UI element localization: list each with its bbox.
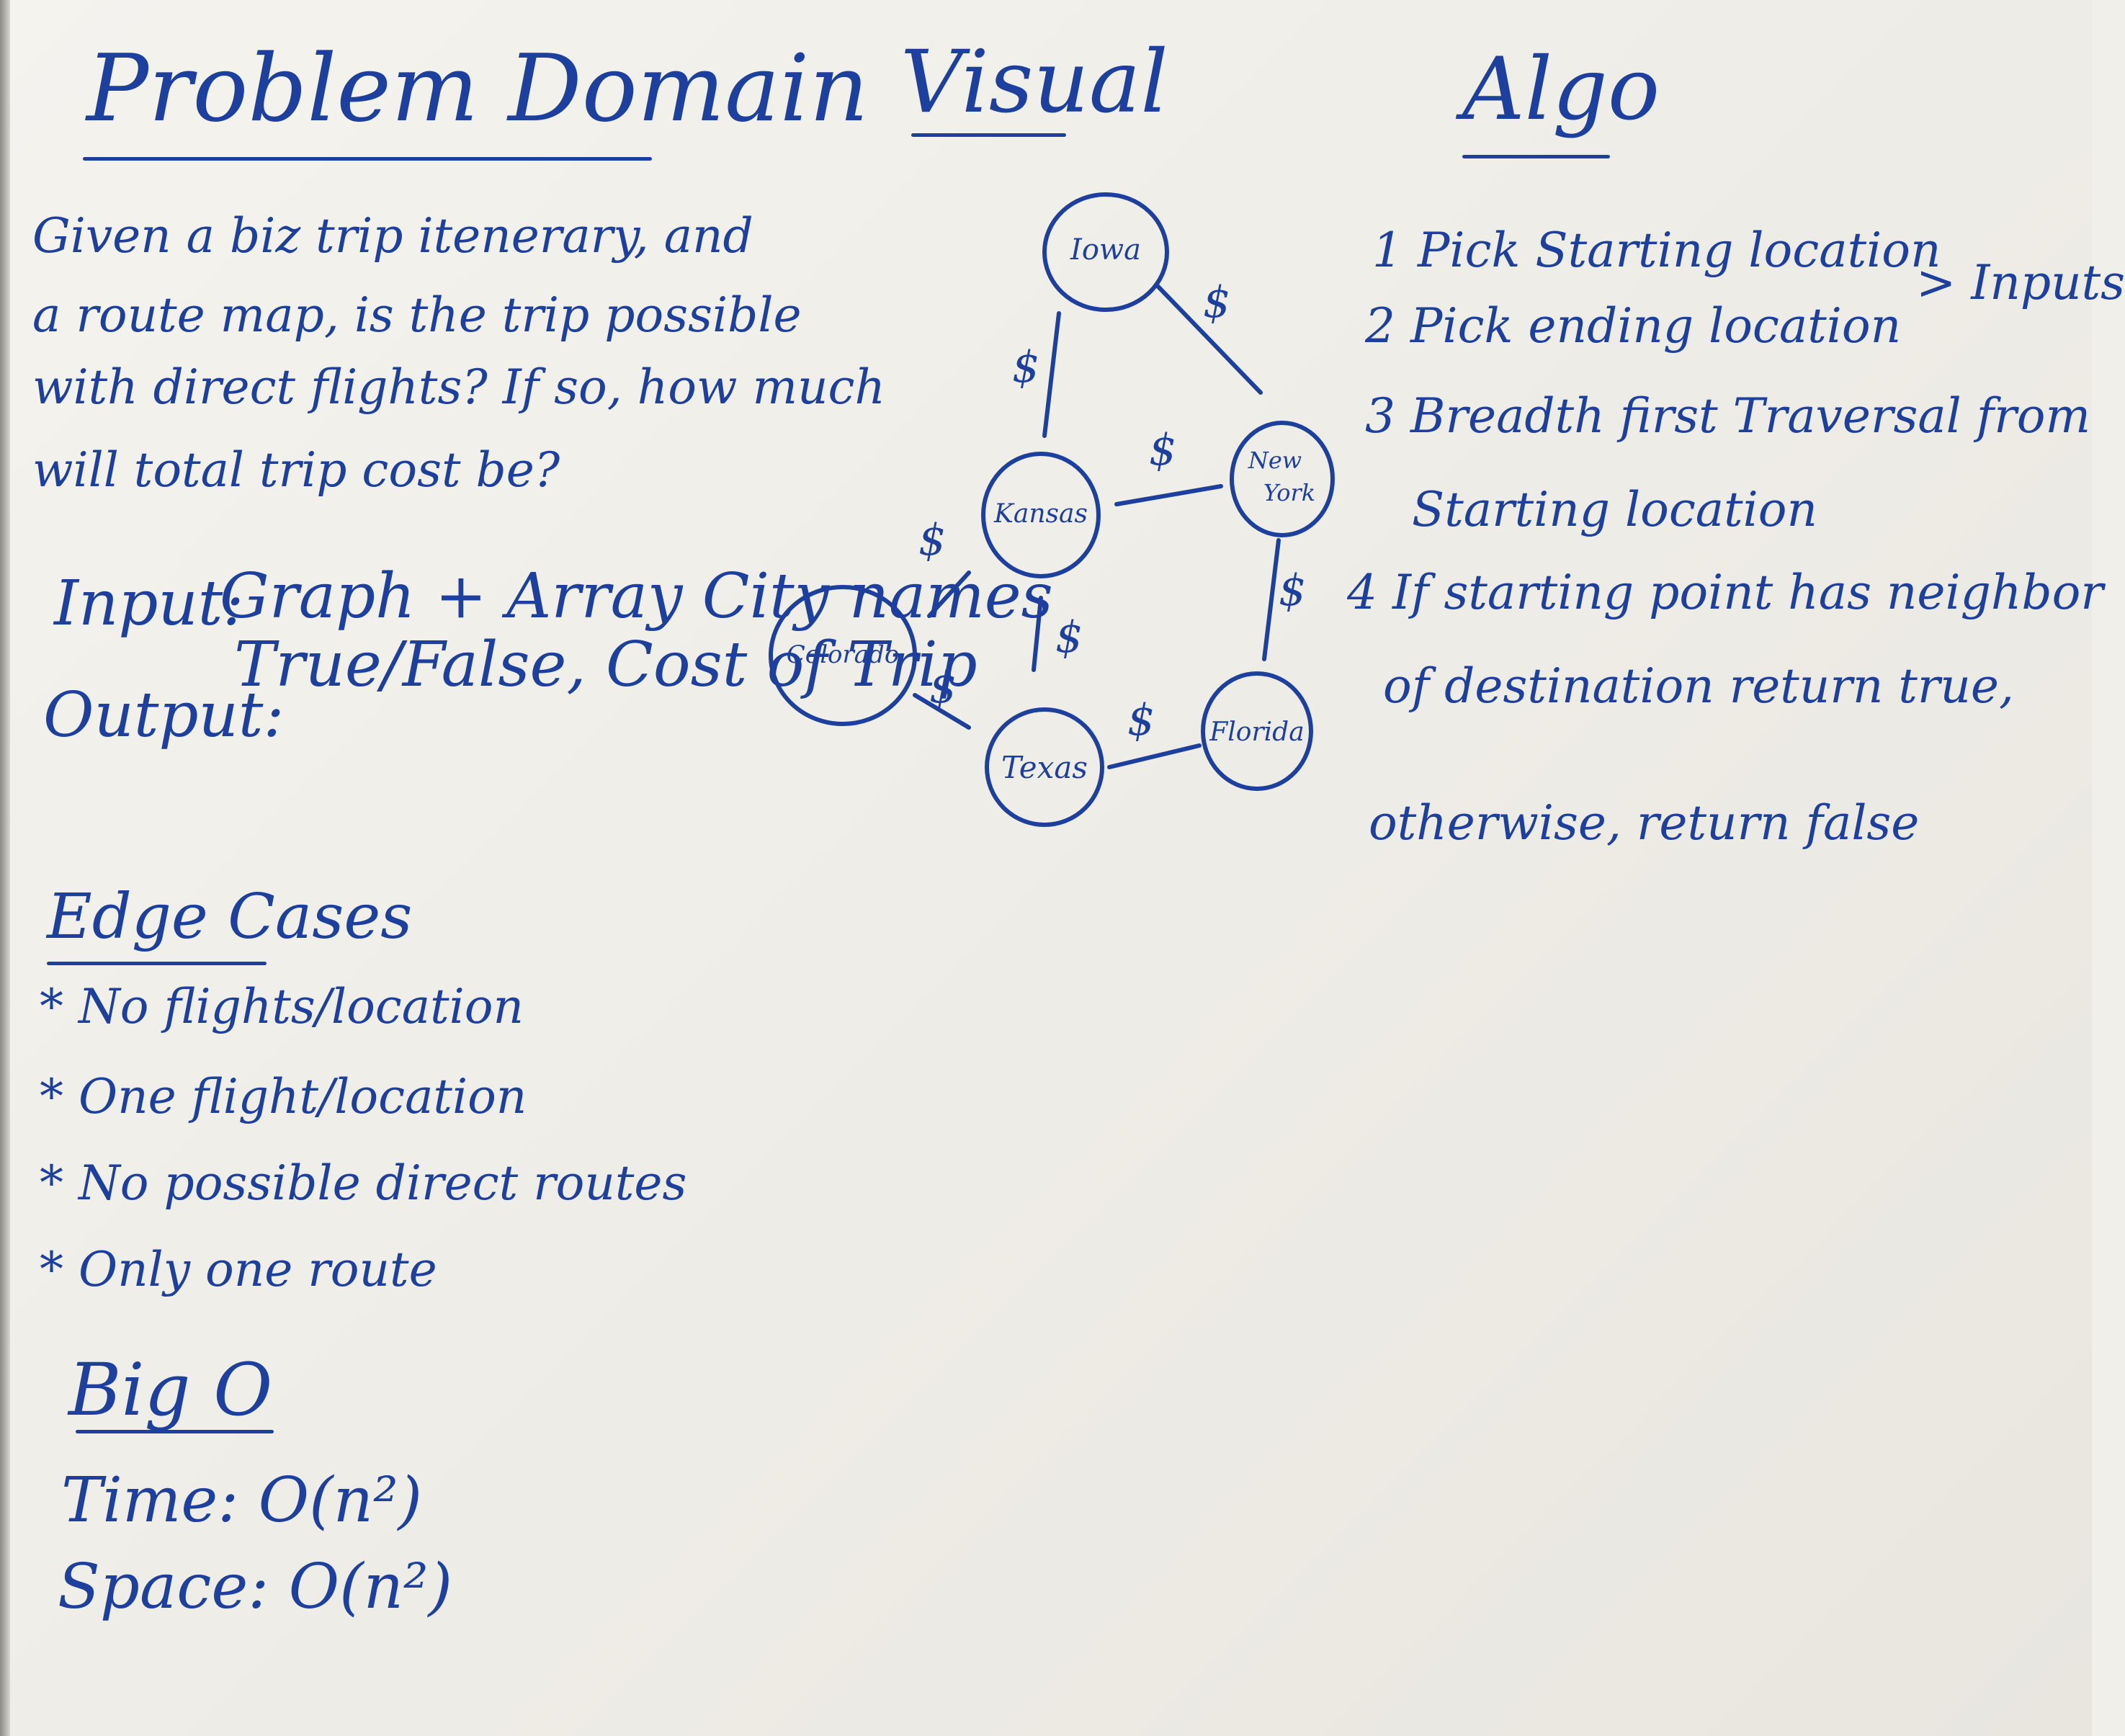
algo-step-2: 2 Pick ending location	[1365, 298, 1902, 354]
output-label: Output:	[43, 679, 285, 751]
problem-description-line-2: a route map, is the trip possible	[32, 287, 802, 343]
edge-case-4: * Only one route	[40, 1242, 437, 1297]
cost-texas-florida: $	[1127, 695, 1155, 746]
node-new-york: New York	[1230, 421, 1335, 537]
algo-step-4-cont: of destination return true,	[1383, 658, 2014, 714]
algo-step-4-else: otherwise, return false	[1369, 795, 1920, 851]
cost-colorado-texas: $	[929, 663, 957, 713]
algo-step-3: 3 Breadth first Traversal from	[1365, 388, 2091, 444]
algo-step-4: 4 If starting point has neighbor	[1347, 565, 2103, 620]
algo-inputs-label: > Inputs	[1916, 255, 2125, 310]
node-colorado-label: Colorado	[787, 640, 900, 669]
time-complexity: Time: O(n²)	[61, 1464, 423, 1536]
visual-title: Visual	[900, 32, 1168, 133]
node-colorado: Colorado	[769, 585, 917, 726]
cost-kansas-texas: $	[1055, 612, 1083, 663]
visual-underline	[911, 133, 1066, 137]
cost-kansas-colorado: $	[918, 515, 946, 565]
edge-kansas-texas	[1032, 596, 1043, 672]
node-texas: Texas	[985, 707, 1104, 827]
edge-cases-underline	[47, 962, 267, 965]
edge-iowa-kansas	[1042, 311, 1061, 438]
edge-cases-title: Edge Cases	[47, 881, 413, 953]
node-florida: Florida	[1201, 671, 1313, 791]
node-new-york-label-2: York	[1263, 479, 1315, 506]
edge-kansas-colorado	[927, 571, 971, 618]
edge-texas-florida	[1107, 743, 1202, 769]
node-texas-label: Texas	[1001, 750, 1088, 785]
big-o-underline	[76, 1430, 274, 1433]
edge-case-3: * No possible direct routes	[40, 1155, 687, 1211]
input-value: Graph + Array City names	[220, 560, 1053, 632]
node-iowa-label: Iowa	[1070, 233, 1141, 267]
cost-iowa-newyork: $	[1203, 277, 1230, 328]
problem-description-line-1: Given a biz trip itenerary, and	[32, 208, 753, 264]
problem-description-line-3: with direct flights? If so, how much	[32, 359, 886, 415]
node-new-york-label-1: New	[1248, 447, 1302, 474]
output-value: True/False, Cost of Trip	[234, 629, 978, 701]
algo-title: Algo	[1462, 40, 1660, 140]
edge-iowa-newyork	[1154, 282, 1263, 395]
algo-step-1: 1 Pick Starting location	[1372, 223, 1941, 278]
cost-iowa-kansas: $	[1012, 342, 1039, 393]
node-florida-label: Florida	[1209, 717, 1304, 747]
cost-newyork-florida: $	[1279, 565, 1306, 616]
space-complexity: Space: O(n²)	[58, 1551, 453, 1623]
node-kansas: Kansas	[981, 452, 1101, 578]
cost-kansas-newyork: $	[1149, 425, 1176, 475]
route-graph: $ $ $ $ $ $ $ $ Iowa Kansas New York Col…	[769, 192, 1335, 827]
node-kansas-label: Kansas	[993, 499, 1088, 529]
problem-description-line-4: will total trip cost be?	[32, 442, 560, 498]
node-iowa: Iowa	[1042, 192, 1169, 312]
edge-case-1: * No flights/location	[40, 979, 524, 1034]
big-o-title: Big O	[68, 1348, 273, 1432]
edge-newyork-florida	[1262, 538, 1281, 661]
algo-underline	[1462, 155, 1610, 158]
edge-case-2: * One flight/location	[40, 1069, 527, 1124]
problem-domain-underline	[83, 157, 652, 161]
problem-domain-title: Problem Domain	[86, 35, 869, 143]
input-label: Input:	[54, 568, 244, 640]
edge-colorado-texas	[913, 693, 971, 730]
algo-step-3-cont: Starting location	[1412, 482, 1818, 537]
edge-kansas-newyork	[1114, 484, 1223, 506]
